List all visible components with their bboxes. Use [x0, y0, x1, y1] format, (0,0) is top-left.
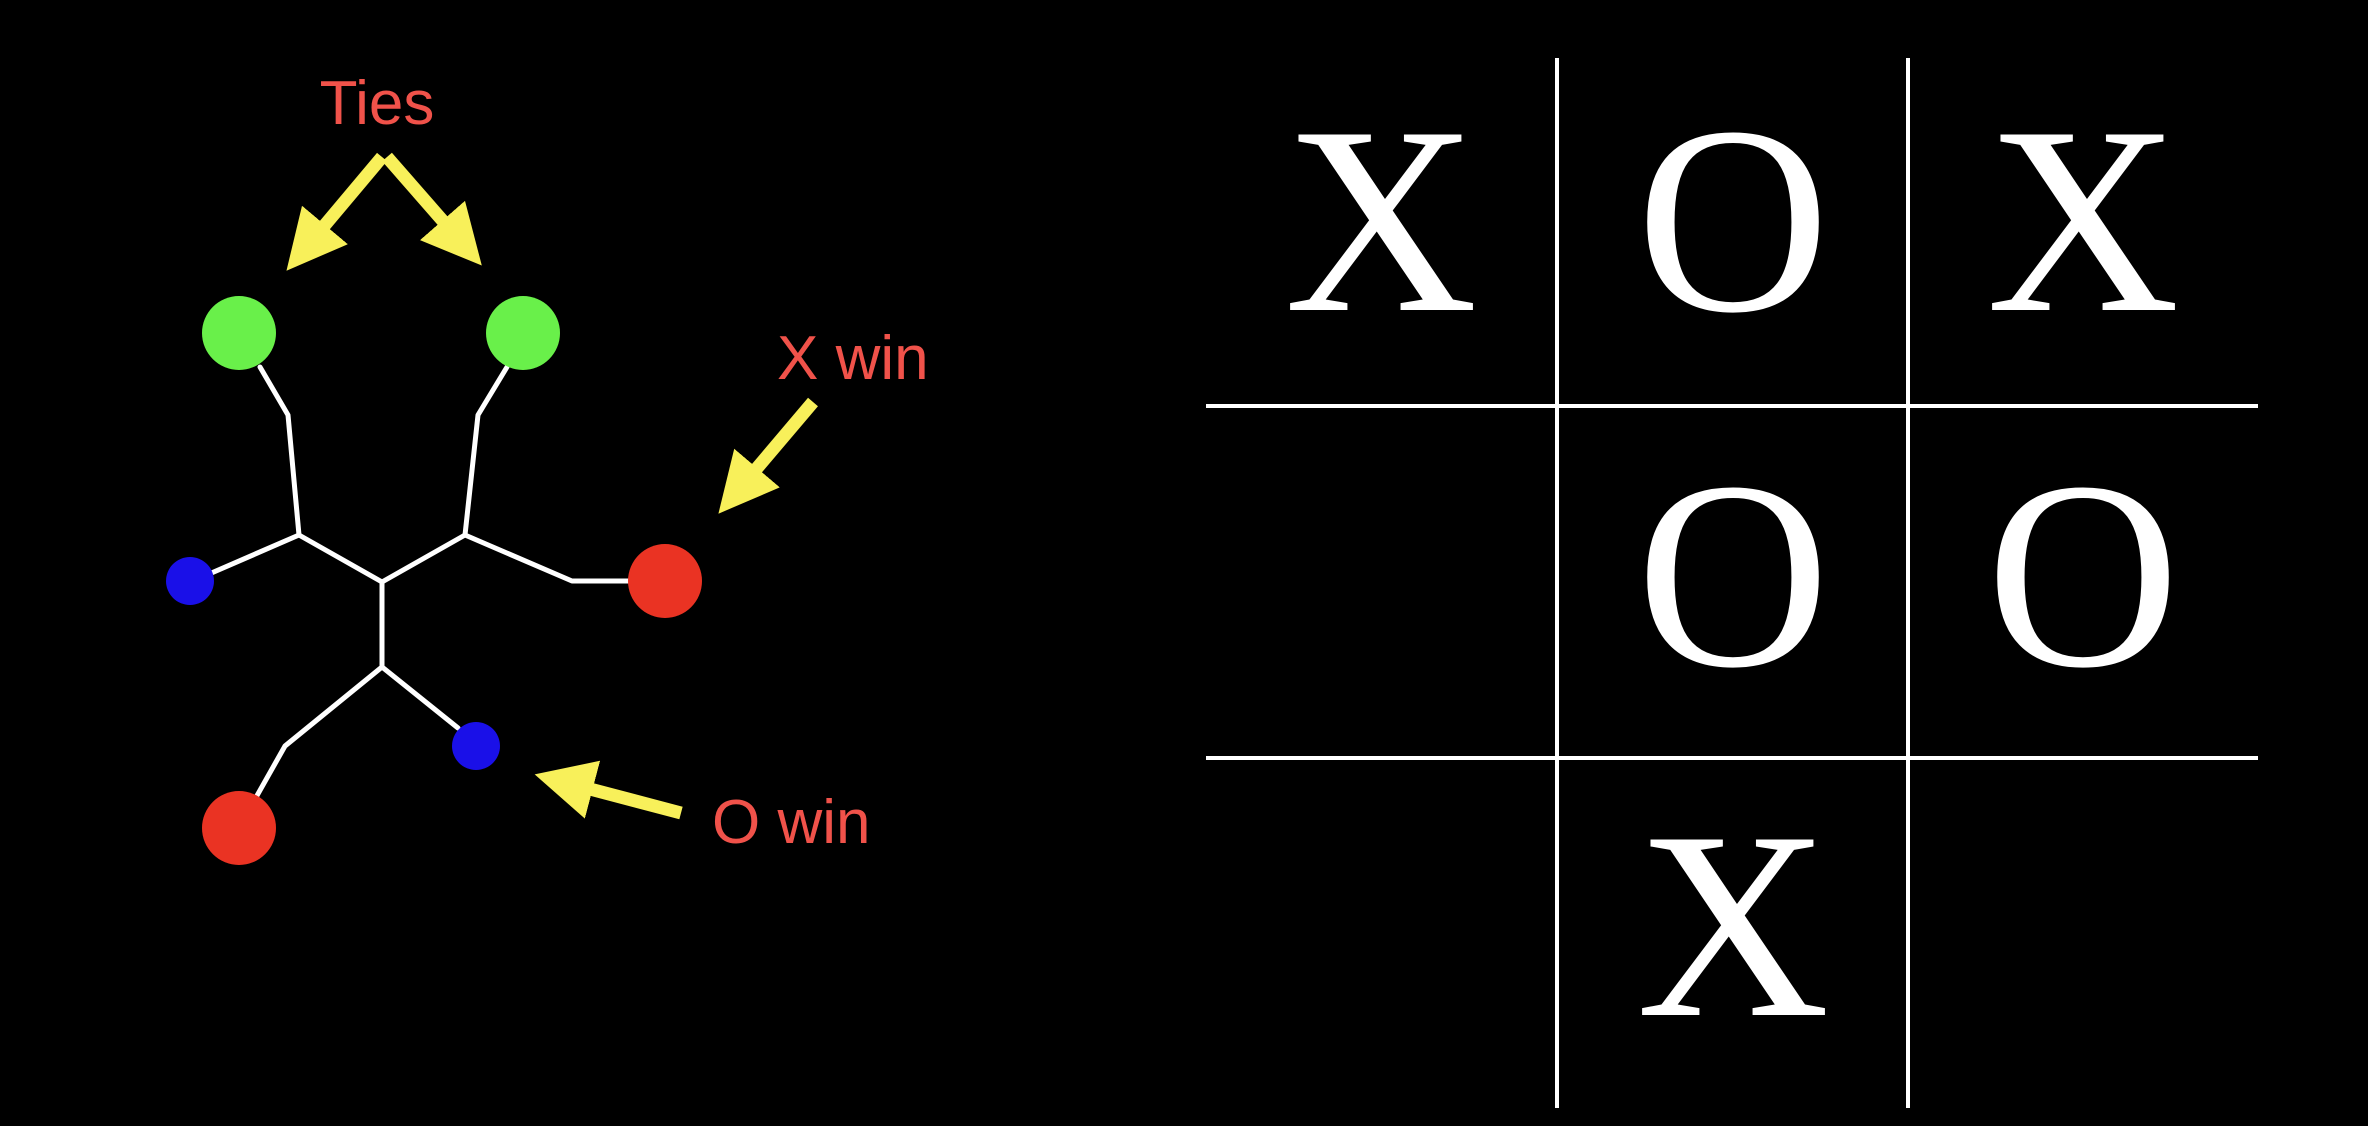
tree-nodes	[166, 296, 702, 865]
arrow-ties-right	[382, 152, 482, 266]
edge-left-branch-to-tie	[257, 364, 302, 538]
edge-right-branch-to-x-win	[462, 532, 633, 584]
node-tie-left	[202, 296, 276, 370]
board-mark-bottom-center: X	[1636, 776, 1830, 1073]
arrow-x-win	[718, 397, 818, 514]
board-mark-middle-center: O	[1636, 426, 1830, 723]
node-o-win-left	[166, 557, 214, 605]
label-x-win: X win	[777, 324, 929, 393]
board-grid	[1206, 58, 2258, 1108]
annotation-labels: Ties X win O win	[320, 69, 929, 857]
board-mark-top-left: X	[1284, 71, 1478, 368]
node-o-win-lower	[452, 722, 500, 770]
tree-edges	[190, 364, 633, 811]
annotation-arrows	[286, 152, 818, 820]
edge-root-to-lower-x-win	[247, 664, 385, 811]
arrow-o-win	[534, 760, 683, 820]
board-mark-middle-right: O	[1986, 426, 2180, 723]
label-ties: Ties	[320, 69, 435, 138]
board-mark-top-right: X	[1986, 71, 2180, 368]
arrow-ties-left	[286, 152, 387, 271]
edge-top-to-left-branch	[296, 532, 385, 585]
node-x-win-lower	[202, 791, 276, 865]
game-tree: Ties X win O win	[166, 69, 929, 865]
label-o-win: O win	[712, 788, 870, 857]
edge-right-branch-to-tie	[462, 364, 510, 538]
edge-top-to-right-branch	[379, 532, 468, 585]
board-mark-top-center: O	[1636, 71, 1830, 368]
node-tie-right	[486, 296, 560, 370]
edge-root-to-lower-o-win	[379, 664, 461, 731]
node-x-win-right	[628, 544, 702, 618]
